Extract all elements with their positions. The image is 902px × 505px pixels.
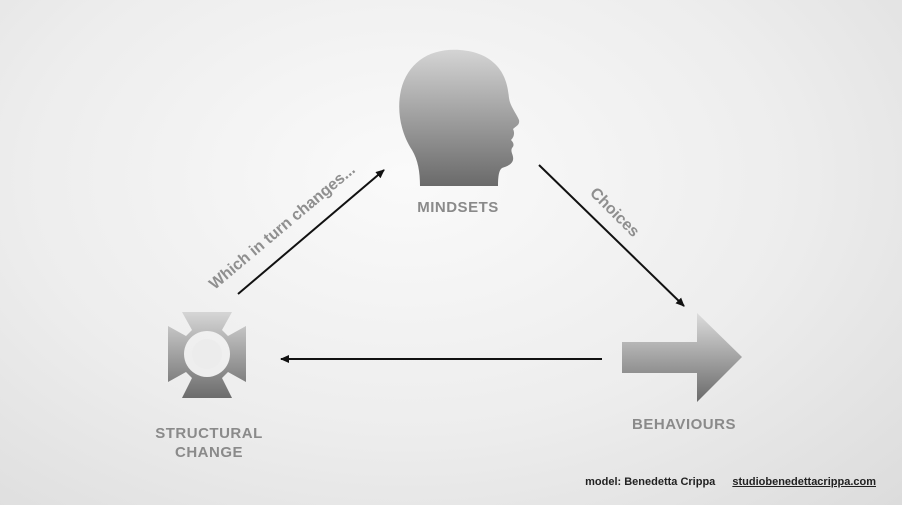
label-structural-line1: STRUCTURAL	[155, 425, 263, 442]
credit-author: model: Benedetta Crippa	[585, 476, 716, 488]
credit-line: model: Benedetta Crippa studiobenedettac…	[585, 476, 876, 488]
human-head-icon	[399, 49, 520, 186]
right-arrow-icon	[622, 313, 742, 402]
label-mindsets: MINDSETS	[417, 199, 499, 216]
label-behaviours: BEHAVIOURS	[632, 416, 736, 433]
arrow-structural-to-mindsets	[237, 169, 385, 295]
maltese-cross-icon	[168, 312, 246, 398]
label-structural-line2: CHANGE	[174, 444, 243, 461]
credit-website-link[interactable]: studiobenedettacrippa.com	[732, 476, 876, 488]
arrow-mindsets-to-behaviours	[538, 164, 685, 307]
label-structural-change: STRUCTURAL CHANGE	[139, 424, 279, 462]
